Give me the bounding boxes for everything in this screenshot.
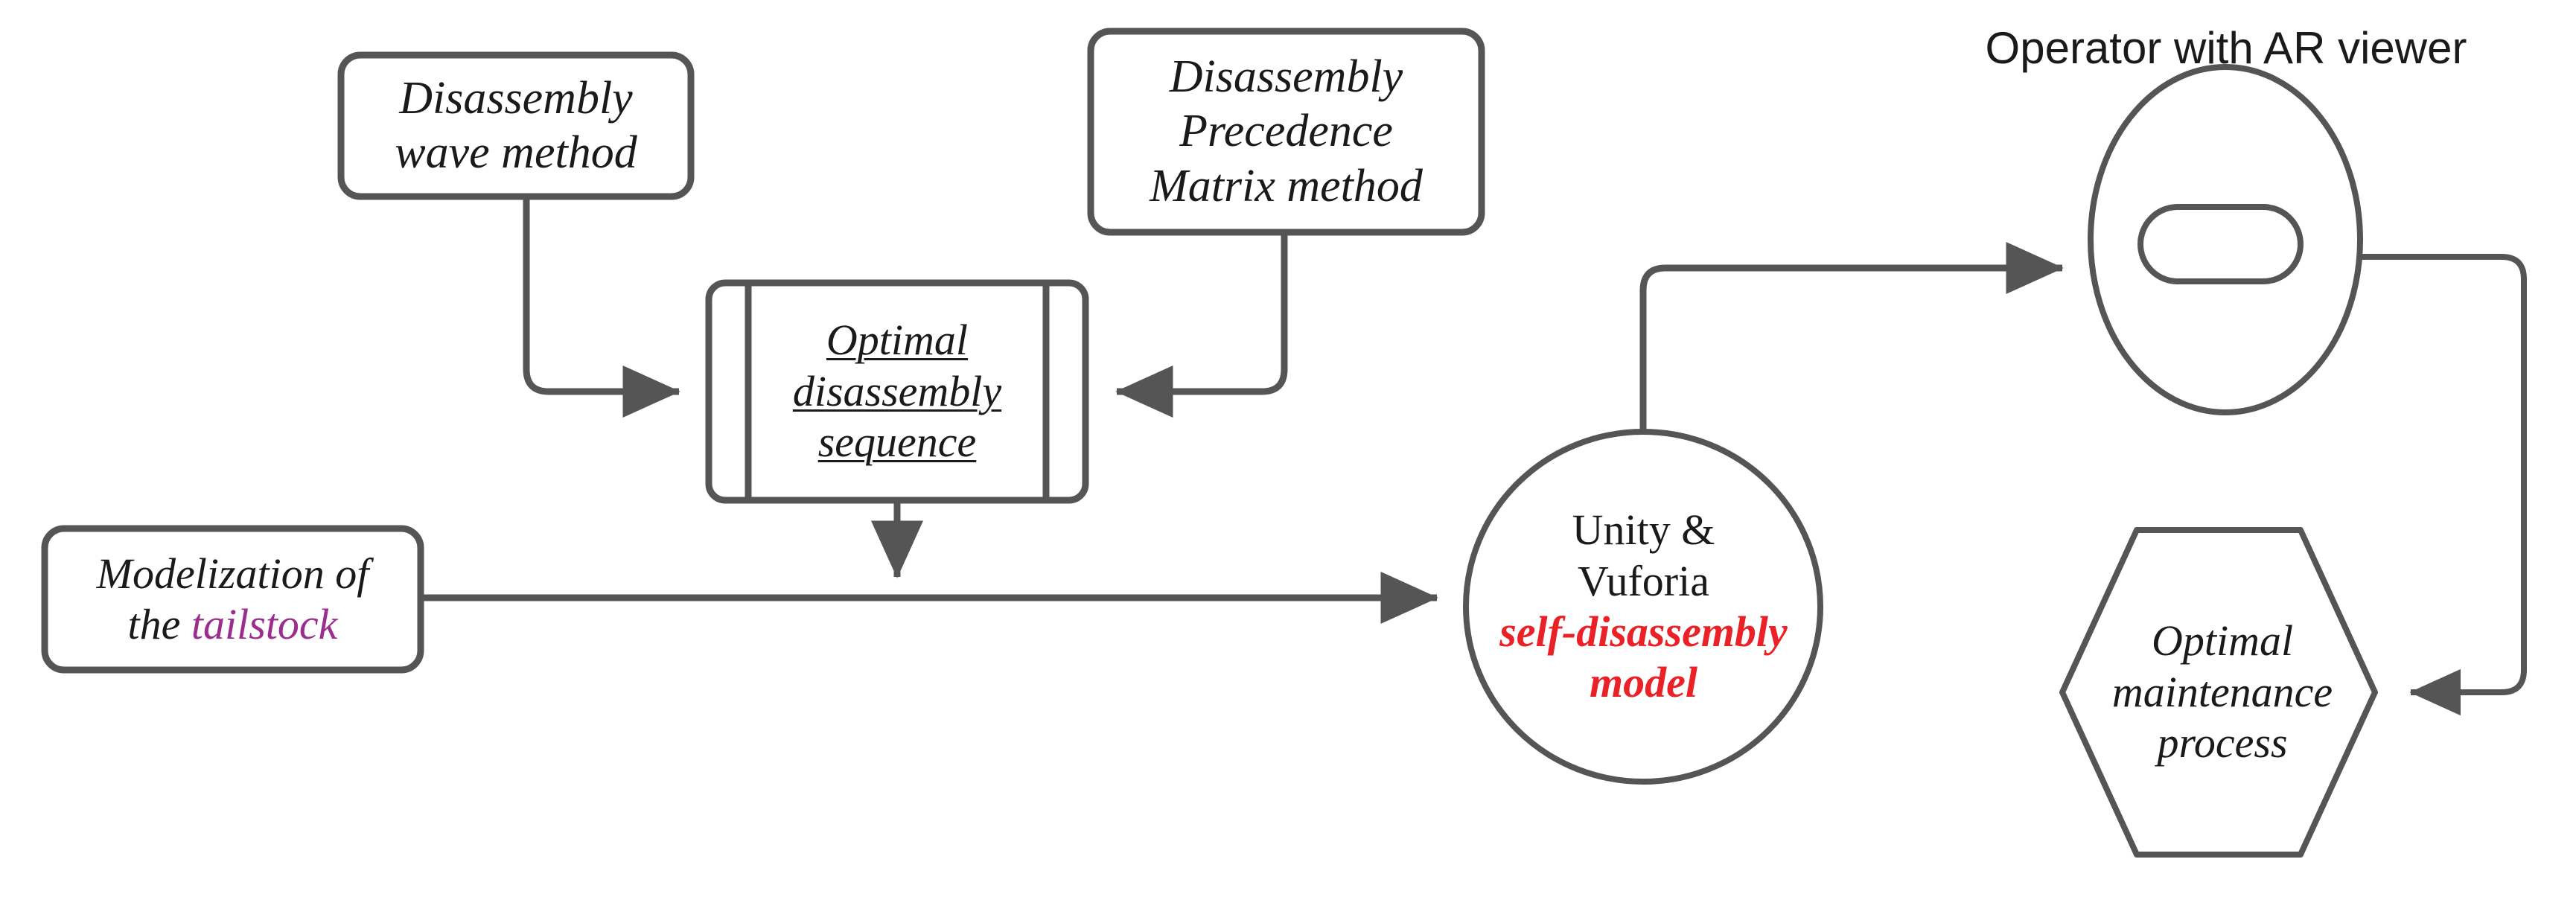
node-unity-vuforia[interactable] — [1463, 429, 1823, 785]
ar-visor-icon — [2137, 204, 2304, 284]
node-disassembly-wave[interactable] — [337, 51, 695, 200]
edge-operator-to-maintenance — [2360, 254, 2527, 716]
node-operator[interactable] — [2088, 64, 2363, 415]
edge-wave-to-sequence — [523, 197, 680, 418]
edge-precedence-to-sequence — [1115, 232, 1288, 418]
node-optimal-sequence[interactable] — [705, 279, 1089, 504]
node-precedence-matrix[interactable] — [1087, 28, 1485, 236]
node-maintenance[interactable] — [2059, 527, 2378, 858]
node-modelization[interactable] — [41, 525, 424, 674]
edge-unity-to-operator — [1639, 241, 2064, 432]
